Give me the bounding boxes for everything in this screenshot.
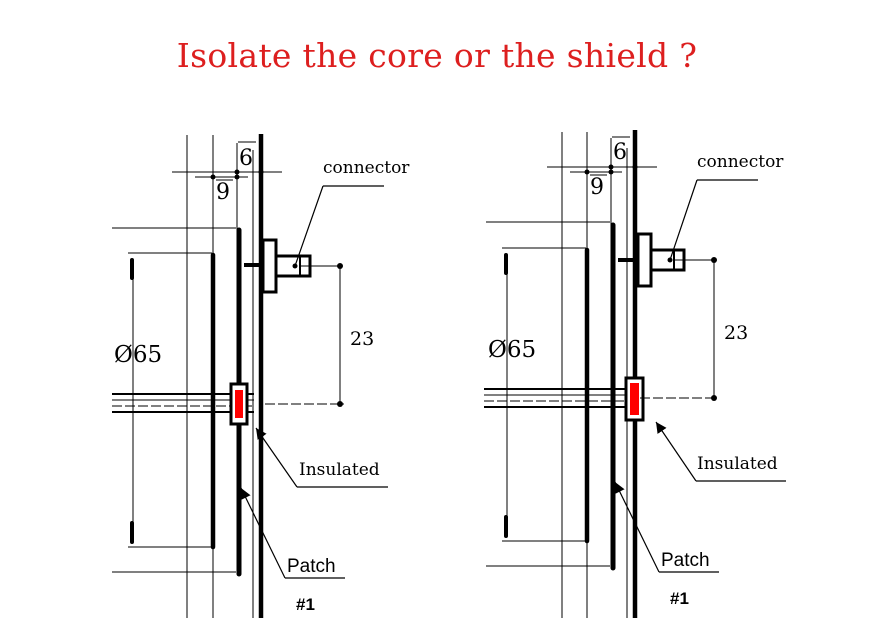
patch-label: Patch <box>661 550 710 571</box>
dimension-6-label: 6 <box>239 146 253 171</box>
patch-number-label: #1 <box>670 589 689 608</box>
diameter-label: Ø65 <box>114 342 162 368</box>
dimension-9-label: 9 <box>590 175 604 200</box>
dimension-9-label: 9 <box>216 180 230 205</box>
dimension-23-label: 23 <box>724 322 748 344</box>
connector-label: connector <box>323 158 410 178</box>
patch-label: Patch <box>287 556 336 577</box>
diagram-right: 6 9 Ø65 conne <box>484 130 786 618</box>
dimension-6-label: 6 <box>613 140 627 165</box>
connector-flange <box>261 238 278 294</box>
insulated-label: Insulated <box>299 460 380 480</box>
dimension-23-label: 23 <box>350 328 374 350</box>
connector-label: connector <box>697 152 784 172</box>
patch-number-label: #1 <box>296 595 315 614</box>
insulated-shield <box>630 383 639 415</box>
page-title: Isolate the core or the shield ? <box>176 36 698 75</box>
connector-flange <box>636 232 653 288</box>
insulated-label: Insulated <box>697 454 778 474</box>
diameter-label: Ø65 <box>488 337 536 363</box>
diagram-left: 6 9 Ø65 conne <box>112 134 410 618</box>
insulated-core <box>235 390 243 418</box>
